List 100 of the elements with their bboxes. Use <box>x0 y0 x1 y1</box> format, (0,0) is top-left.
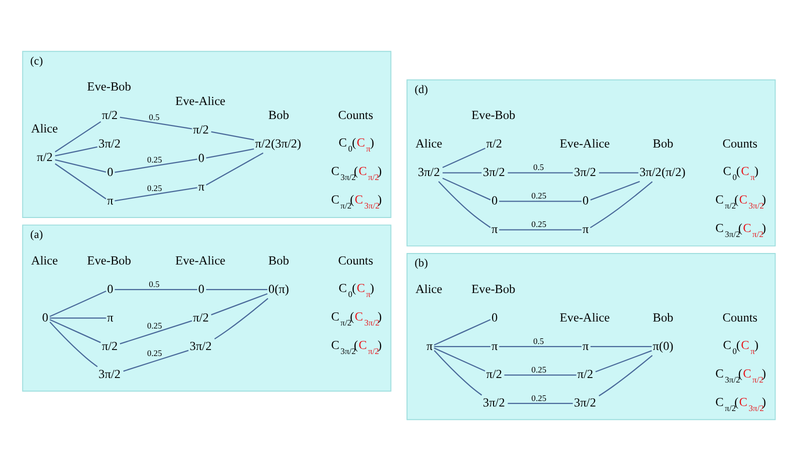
edge-label: 0.25 <box>147 348 162 358</box>
connector <box>442 147 486 168</box>
label: Alice <box>31 252 58 267</box>
label: Counts <box>338 252 374 267</box>
connector <box>114 158 198 172</box>
connector <box>442 172 482 173</box>
connector <box>55 146 98 156</box>
label: C$_{3π/2}$(C$_{π/2}$) <box>331 337 382 356</box>
label: Eve-Bob <box>472 281 516 296</box>
label: Alice <box>416 136 442 150</box>
node-text: π/2 <box>36 149 53 164</box>
node-text: 3π/2 <box>98 366 121 381</box>
edge-label: 0.25 <box>531 190 546 200</box>
connector <box>120 116 192 129</box>
node-text: 0 <box>198 150 204 164</box>
connector <box>499 228 582 230</box>
node-text: π/2 <box>102 338 118 352</box>
label: Alice <box>31 120 58 135</box>
edge-label: 0.25 <box>531 392 546 402</box>
node-text: π/2 <box>577 366 594 381</box>
node-text: π/2 <box>486 366 502 381</box>
node-text: π <box>491 222 498 236</box>
connector <box>434 347 486 372</box>
label: Bob <box>268 252 290 267</box>
node-text: π/2 <box>486 136 502 150</box>
connector <box>206 152 264 186</box>
label: Bob <box>652 136 674 150</box>
node-text: 3π/2 <box>418 164 440 179</box>
edge-label: 0.25 <box>147 182 162 193</box>
node-text: 0 <box>107 281 114 296</box>
connector <box>123 349 189 372</box>
node-text: π/2(3π/2) <box>255 136 302 150</box>
label: C$_{3π/2}$(C$_{π/2}$) <box>715 366 766 384</box>
connector <box>434 350 482 396</box>
connector <box>590 180 640 200</box>
node-text: π <box>198 178 204 193</box>
connector <box>434 345 490 347</box>
label: Eve-Alice <box>560 136 610 150</box>
label: Eve-Bob <box>87 252 132 267</box>
edge-label: 0.25 <box>531 364 546 374</box>
connector <box>50 290 106 317</box>
edge-label: 0.5 <box>148 278 160 288</box>
label: Eve-Alice <box>175 252 226 267</box>
label: Counts <box>722 136 758 150</box>
connector <box>590 180 653 228</box>
node-text: 3π/2 <box>190 338 212 352</box>
label: C$_{π/2}$(C$_{3π/2}$) <box>715 394 766 412</box>
connector <box>508 402 573 404</box>
connector <box>442 177 491 200</box>
connector <box>211 130 254 140</box>
connector <box>55 158 106 172</box>
label: C$_{π/2}$(C$_{3π/2}$) <box>331 308 382 327</box>
label: Counts <box>338 108 374 122</box>
connector <box>114 186 198 201</box>
node-text: 3π/2(π/2) <box>640 164 686 179</box>
node-text: 0(π) <box>268 281 290 296</box>
edge-label: 0.5 <box>533 335 544 346</box>
node-text: π/2 <box>192 310 209 324</box>
connector <box>508 172 573 173</box>
label: Eve-Alice <box>175 93 226 108</box>
connector <box>599 172 638 173</box>
label: C$_{0}$(C$_{π}$) <box>723 337 758 356</box>
label: C$_{3π/2}$(C$_{π/2}$) <box>331 164 382 182</box>
connector <box>54 162 106 199</box>
connector <box>50 318 101 343</box>
label: C$_{3π/2}$(C$_{π/2}$) <box>715 220 766 239</box>
connector <box>54 120 102 152</box>
connector <box>434 318 491 346</box>
node-text: 0 <box>198 281 204 296</box>
connector <box>590 345 652 347</box>
connector <box>114 288 198 290</box>
connector <box>504 374 576 376</box>
node-text: π/2 <box>192 122 209 136</box>
node-text: 0 <box>491 193 498 208</box>
label: Counts <box>722 310 758 324</box>
node-text: π/2 <box>102 108 118 122</box>
label: C$_{0}$(C$_{π}$) <box>338 135 374 154</box>
label: C$_{π/2}$(C$_{3π/2}$) <box>715 192 766 210</box>
edge-label: 0.25 <box>147 320 162 330</box>
connector <box>438 180 491 228</box>
label: Bob <box>268 108 290 122</box>
node-text: 3π/2 <box>574 395 596 410</box>
connector <box>120 320 192 344</box>
node-text: 3π/2 <box>482 164 505 179</box>
node-text: π <box>107 310 114 324</box>
label: C$_{π/2}$(C$_{3π/2}$) <box>331 192 382 210</box>
label: Bob <box>652 310 674 324</box>
node-text: π <box>582 222 589 236</box>
node-text: 3π/2 <box>98 136 121 150</box>
connector <box>206 148 254 158</box>
label: Alice <box>416 281 442 296</box>
label: Eve-Bob <box>87 79 132 94</box>
label: Eve-Alice <box>560 310 610 324</box>
edge-label: 0.25 <box>147 154 162 164</box>
connector <box>50 317 106 318</box>
node-text: π <box>491 338 498 352</box>
connector <box>50 321 98 367</box>
node-text: 0 <box>107 164 114 179</box>
label: Eve-Bob <box>472 108 516 122</box>
edge-label: 0.5 <box>148 111 160 122</box>
